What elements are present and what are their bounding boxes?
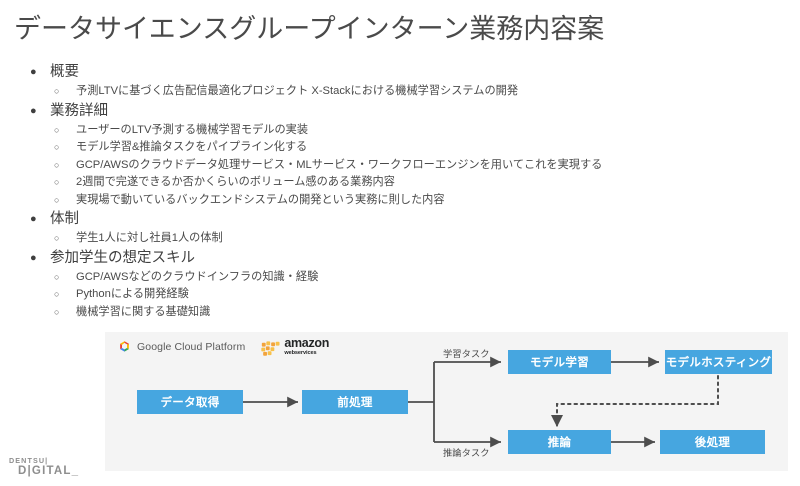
outline-item-label: 実現場で動いているバックエンドシステムの開発という実務に則した内容 — [76, 193, 445, 206]
node-label: 前処理 — [337, 397, 373, 409]
outline-item-label: ユーザーのLTV予測する機械学習モデルの実装 — [76, 123, 309, 136]
bullet-hollow-icon: ○ — [54, 142, 60, 152]
bullet-hollow-icon: ○ — [54, 306, 60, 317]
node-postprocess[interactable]: 後処理 — [660, 430, 765, 454]
node-label: モデルホスティング — [665, 357, 772, 369]
page-title: データサイエンスグループインターン業務内容案 — [14, 14, 605, 44]
aws-icon — [261, 341, 280, 356]
gcp-logo-text: Google Cloud Platform — [137, 341, 246, 354]
outline-item-level2: ○ 2週間で完遂できるか否かくらいのボリューム感のある業務内容 — [26, 174, 726, 192]
node-inference[interactable]: 推論 — [508, 430, 611, 454]
bullet-filled-icon: ● — [30, 213, 37, 225]
outline-list: ● 概要 ○ 予測LTVに基づく広告配信最適化プロジェクト X-Stackにおけ… — [26, 62, 726, 321]
gcp-icon — [120, 340, 129, 352]
outline-item-level1: ● 業務詳細 — [26, 101, 726, 122]
bullet-filled-icon: ● — [30, 251, 37, 264]
node-label: データ取得 — [160, 397, 220, 409]
outline-item-label: 予測LTVに基づく広告配信最適化プロジェクト X-Stackにおける機械学習シス… — [76, 85, 519, 97]
google-cloud-platform-logo: Google Cloud Platform — [117, 340, 245, 355]
bullet-hollow-icon: ○ — [54, 194, 60, 205]
bullet-hollow-icon: ○ — [54, 233, 60, 243]
node-ingest[interactable]: データ取得 — [137, 390, 243, 414]
outline-item-label: 体制 — [50, 211, 79, 227]
bullet-filled-icon: ● — [30, 104, 37, 117]
node-label: モデル学習 — [530, 357, 589, 369]
aws-logo-subtext: webservices — [284, 349, 317, 356]
outline-item-level1: ● 参加学生の想定スキル — [26, 248, 726, 269]
aws-logo-text: amazon — [284, 336, 330, 350]
node-label: 推論 — [547, 437, 572, 449]
node-hosting[interactable]: モデルホスティング — [665, 350, 772, 374]
bullet-hollow-icon: ○ — [54, 159, 60, 170]
outline-item-level2: ○ ユーザーのLTV予測する機械学習モデルの実装 — [26, 122, 726, 140]
outline-item-label: モデル学習&推論タスクをパイプライン化する — [76, 141, 308, 153]
node-train[interactable]: モデル学習 — [508, 350, 611, 374]
outline-item-level2: ○ 機械学習に関する基礎知識 — [26, 304, 726, 322]
bullet-hollow-icon: ○ — [54, 177, 60, 187]
outline-item-label: GCP/AWSなどのクラウドインフラの知識・経験 — [76, 270, 319, 283]
dentsu-digital-logo: DENTSU| D|GITAL_ — [9, 457, 79, 477]
outline-item-label: 機械学習に関する基礎知識 — [76, 305, 211, 318]
outline-item-label: 2週間で完遂できるか否かくらいのボリューム感のある業務内容 — [76, 176, 395, 188]
outline-item-label: 概要 — [50, 64, 79, 80]
bullet-hollow-icon: ○ — [54, 124, 60, 135]
outline-item-level2: ○ 学生1人に対し社員1人の体制 — [26, 230, 726, 248]
node-preprocess[interactable]: 前処理 — [302, 390, 408, 414]
outline-item-level2: ○ 予測LTVに基づく広告配信最適化プロジェクト X-Stackにおける機械学習… — [26, 83, 726, 101]
outline-item-level2: ○ Pythonによる開発経験 — [26, 286, 726, 304]
edge-label-train-task: 学習タスク — [443, 349, 490, 359]
edge-label-inference-task: 推論タスク — [443, 448, 490, 458]
amazon-web-services-logo: amazon webservices — [261, 337, 329, 357]
bullet-hollow-icon: ○ — [54, 289, 60, 299]
outline-item-level1: ● 体制 — [26, 209, 726, 230]
outline-item-level2: ○ 実現場で動いているバックエンドシステムの開発という実務に則した内容 — [26, 192, 726, 210]
bullet-filled-icon: ● — [30, 66, 37, 78]
pipeline-diagram: Google Cloud Platform amazon webservices — [105, 332, 788, 471]
outline-item-level2: ○ モデル学習&推論タスクをパイプライン化する — [26, 139, 726, 157]
node-label: 後処理 — [694, 437, 731, 449]
outline-item-label: Pythonによる開発経験 — [76, 288, 189, 300]
outline-item-label: GCP/AWSのクラウドデータ処理サービス・MLサービス・ワークフローエンジンを… — [76, 158, 603, 171]
outline-item-level2: ○ GCP/AWSのクラウドデータ処理サービス・MLサービス・ワークフローエンジ… — [26, 157, 726, 175]
outline-item-label: 学生1人に対し社員1人の体制 — [76, 232, 223, 244]
bullet-hollow-icon: ○ — [54, 86, 60, 96]
outline-item-level1: ● 概要 — [26, 62, 726, 83]
cloud-logo-row: Google Cloud Platform amazon webservices — [117, 337, 329, 357]
outline-item-label: 参加学生の想定スキル — [50, 249, 195, 266]
outline-item-label: 業務詳細 — [50, 102, 108, 119]
outline-item-level2: ○ GCP/AWSなどのクラウドインフラの知識・経験 — [26, 269, 726, 287]
logo-line-digital: D|GITAL_ — [18, 464, 80, 477]
bullet-hollow-icon: ○ — [54, 271, 60, 282]
logo-line-dentsu: DENTSU| — [9, 456, 49, 466]
